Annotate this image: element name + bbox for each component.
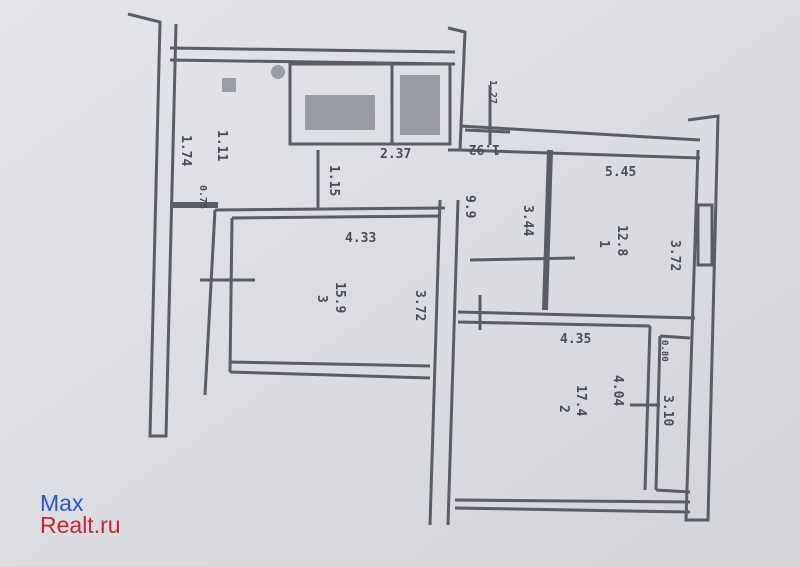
dim-435: 4.35 xyxy=(560,332,591,347)
dim-127: 1.27 xyxy=(487,80,498,104)
room-2-area: 17.4 xyxy=(573,385,588,416)
room-3-number: 3 xyxy=(314,295,329,303)
watermark-logo: Max Realt.ru xyxy=(40,490,121,538)
dim-404: 4.04 xyxy=(610,375,625,406)
dim-372-left: 3.72 xyxy=(412,290,427,321)
walls xyxy=(127,12,720,526)
room-1-number: 1 xyxy=(596,240,611,248)
dim-99: 9.9 xyxy=(462,195,477,218)
room-3-label: 3 15.9 xyxy=(314,282,347,313)
room-3-area: 15.9 xyxy=(332,282,347,313)
dim-174: 1.74 xyxy=(178,135,193,166)
dim-192: 1.92 xyxy=(469,141,500,156)
dim-080: 0.80 xyxy=(659,340,669,362)
room-1-label: 1 12.8 xyxy=(596,225,629,256)
room-1-area: 12.8 xyxy=(614,225,629,256)
dim-237: 2.37 xyxy=(380,147,411,162)
watermark-line2: Realt.ru xyxy=(40,512,121,538)
room-2-number: 2 xyxy=(556,405,571,413)
dim-433: 4.33 xyxy=(345,231,376,246)
dim-111: 1.11 xyxy=(214,130,229,161)
dim-344: 3.44 xyxy=(520,205,535,236)
room-2-label: 2 17.4 xyxy=(556,385,588,416)
dim-372-right: 3.72 xyxy=(667,240,682,271)
watermark-line1: Max xyxy=(40,490,84,516)
dim-545: 5.45 xyxy=(605,165,636,180)
dim-310: 3.10 xyxy=(660,395,675,426)
dim-115: 1.15 xyxy=(326,165,341,196)
dim-075: 0.75 xyxy=(197,185,208,209)
fixtures xyxy=(222,65,440,135)
